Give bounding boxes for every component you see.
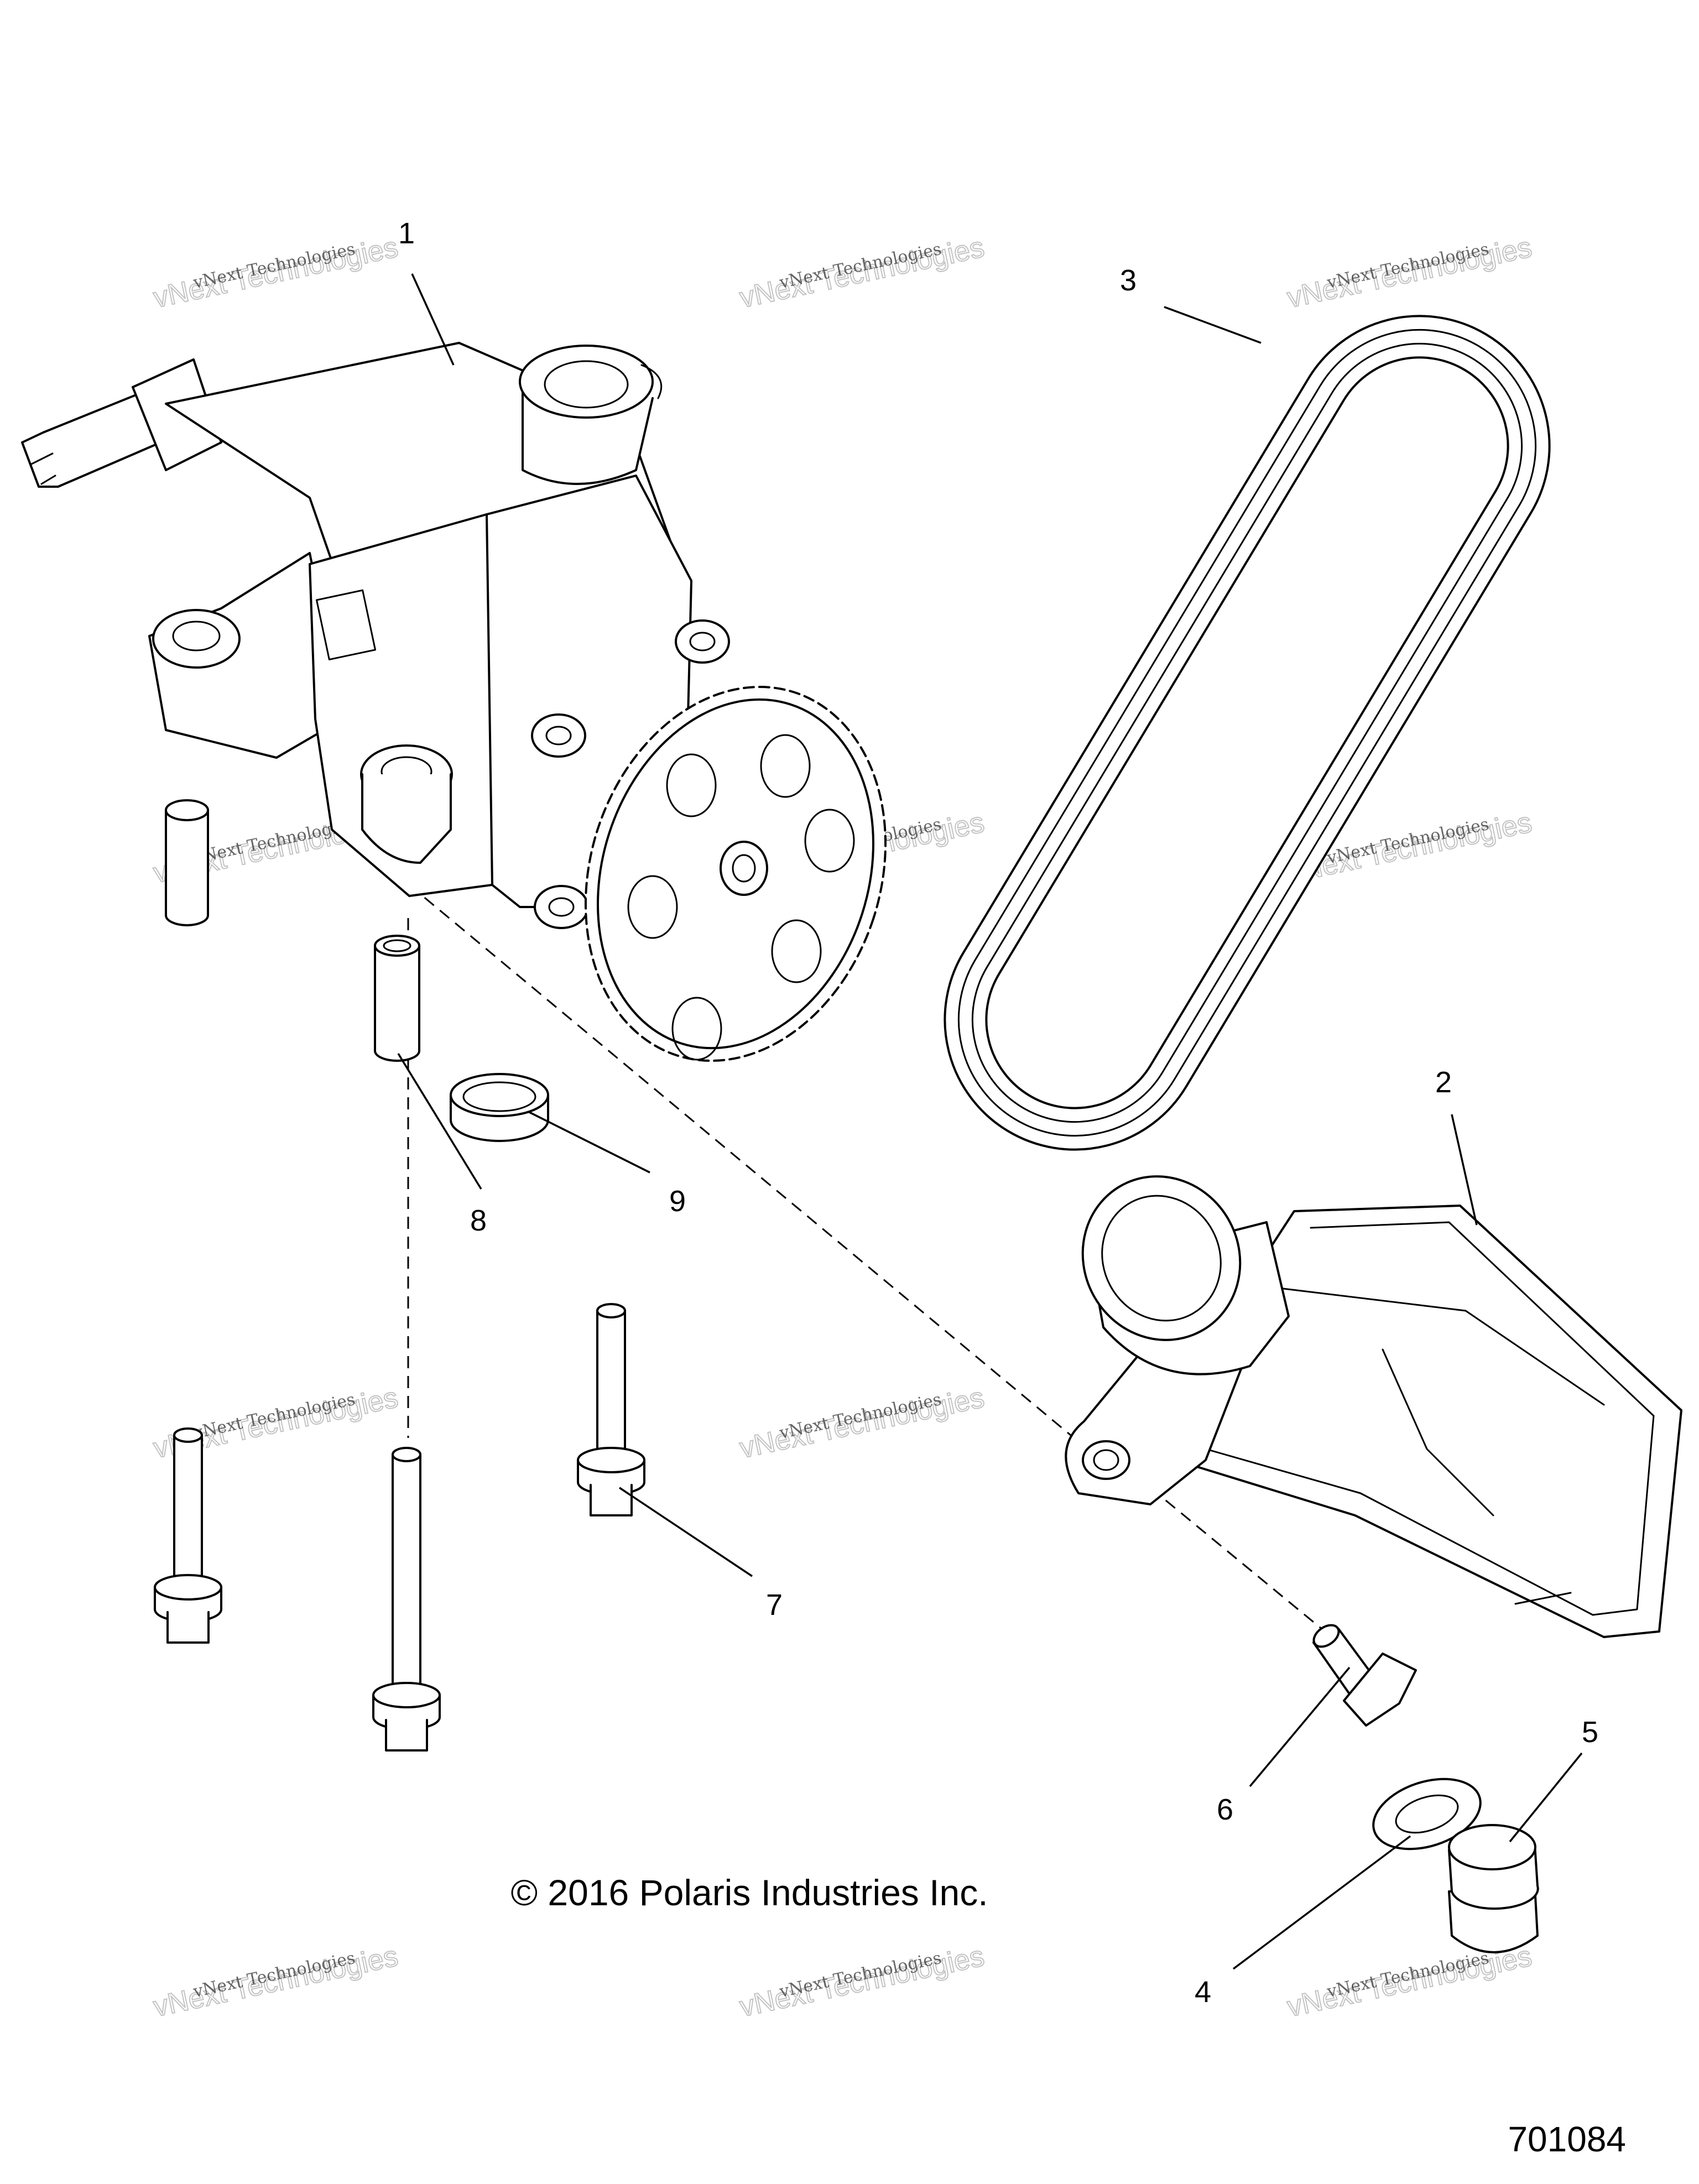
strainer-ribs — [1282, 1288, 1605, 1516]
hex-socket — [315, 589, 376, 661]
bolt-flange-top — [577, 1447, 645, 1473]
alignment-line-pump-to-strainer — [409, 884, 1101, 1461]
figure-number: 701084 — [1508, 2119, 1626, 2159]
screw-tip — [1312, 1624, 1340, 1648]
watermark: vNext Technologies vNext Technologies — [736, 1940, 987, 2024]
oil-pickup-strainer — [1065, 1175, 1682, 1638]
top-boss-rim — [519, 345, 654, 419]
bolt-hex-head — [385, 1719, 428, 1752]
dowel-pin-bore — [383, 939, 411, 952]
pump-sprocket — [584, 686, 887, 1062]
bolt-hex-head — [166, 1611, 210, 1644]
pickup-inlet-bore — [1101, 1195, 1222, 1322]
strainer-screw — [1312, 1624, 1417, 1727]
pickup-inlet-rim — [1081, 1175, 1242, 1341]
bolt-shank — [596, 1310, 626, 1461]
strainer-marking — [1514, 1592, 1572, 1605]
dowel-pin-top — [165, 799, 209, 821]
washer-outer — [1372, 1778, 1482, 1851]
drive-chain — [944, 315, 1551, 1151]
pickup-mount-boss — [1082, 1440, 1130, 1480]
dowel-pin-top — [374, 935, 420, 957]
top-boss-bore — [544, 360, 629, 409]
sprocket-nut — [720, 841, 768, 896]
callout-7: 7 — [766, 1588, 783, 1622]
chain-inner-edge — [985, 356, 1509, 1109]
retaining-clip — [640, 364, 663, 399]
chain-inner-groove — [971, 342, 1523, 1123]
bolt-flange-top — [154, 1574, 222, 1601]
cover-bolt — [531, 713, 586, 758]
dowel-pin-body — [165, 809, 209, 926]
leader-line-1 — [411, 273, 455, 366]
strainer-screen-inner — [1166, 1221, 1655, 1616]
oil-pump-assembly — [21, 342, 887, 1062]
leader-line-6 — [1249, 1666, 1351, 1787]
bolt-tip — [173, 1427, 203, 1443]
plug-top — [1448, 1824, 1536, 1870]
cover-bolt — [675, 619, 730, 664]
alignment-line-strainer-to-screw — [1150, 1487, 1339, 1644]
bracket-left-boss — [152, 609, 241, 669]
dowel-pin — [374, 935, 420, 1062]
leader-line-2 — [1451, 1114, 1478, 1226]
screw-head — [1343, 1653, 1417, 1727]
leader-line-8 — [397, 1053, 482, 1190]
watermark: vNext Technologies vNext Technologies — [150, 1940, 401, 2024]
flange-bolt — [577, 1303, 645, 1516]
leader-line-9 — [528, 1111, 650, 1174]
callout-3: 3 — [1120, 264, 1137, 297]
chain-mid-edge — [957, 329, 1537, 1137]
callouts: 1 3 2 6 4 5 7 8 9 — [398, 217, 1598, 2009]
bolt-shank — [392, 1453, 421, 1696]
sprocket-lightening-hole — [804, 809, 855, 873]
callout-4: 4 — [1195, 1975, 1211, 2009]
pickup-mount-hole — [1093, 1449, 1119, 1471]
callout-5: 5 — [1582, 1716, 1598, 1749]
watermark: vNext Technologies vNext Technologies — [736, 1381, 987, 1465]
drain-plug — [1448, 1824, 1539, 1953]
sprocket-lightening-hole — [771, 919, 822, 983]
o-ring — [450, 1073, 549, 1142]
bracket-right-leg — [361, 773, 452, 864]
bolt-hex-head — [590, 1484, 633, 1516]
bolt-tip — [596, 1303, 626, 1318]
watermark: vNext Technologies vNext Technologies — [1284, 231, 1535, 315]
callout-8: 8 — [470, 1204, 487, 1237]
bolt-shank — [173, 1434, 203, 1588]
watermark: vNext Technologies vNext Technologies — [150, 231, 401, 315]
callout-2: 2 — [1435, 1066, 1452, 1099]
dowel-pin — [165, 799, 209, 926]
flange-bolt — [372, 1447, 441, 1752]
sprocket-lightening-hole — [627, 875, 678, 939]
leader-lines — [397, 273, 1583, 1970]
sprocket-nut-center — [732, 854, 756, 883]
dowel-pin-body — [374, 945, 420, 1062]
cover-bolt — [534, 885, 589, 929]
shaft-tip-flats — [29, 452, 56, 485]
leader-line-3 — [1164, 306, 1262, 344]
sealing-washer — [1372, 1778, 1482, 1851]
leader-line-7 — [619, 1487, 753, 1577]
o-ring-bore — [462, 1081, 536, 1112]
flange-bolt — [154, 1427, 222, 1644]
bracket-left-hole — [172, 621, 221, 651]
copyright-notice: © 2016 Polaris Industries Inc. — [510, 1872, 988, 1913]
bolt-tip — [392, 1447, 421, 1462]
callout-6: 6 — [1217, 1793, 1233, 1826]
o-ring-top — [450, 1073, 549, 1117]
bolt-flange-top — [372, 1682, 441, 1708]
shaft-sleeve — [132, 358, 222, 471]
leader-line-5 — [1509, 1752, 1583, 1843]
callout-1: 1 — [398, 217, 415, 250]
sprocket-lightening-hole — [671, 997, 722, 1061]
callout-9: 9 — [669, 1185, 686, 1218]
washer-bore — [1395, 1794, 1459, 1834]
leader-line-4 — [1232, 1835, 1411, 1970]
watermark: vNext Technologies vNext Technologies — [736, 231, 987, 315]
sprocket-lightening-hole — [666, 753, 717, 817]
sprocket-lightening-hole — [760, 734, 811, 798]
